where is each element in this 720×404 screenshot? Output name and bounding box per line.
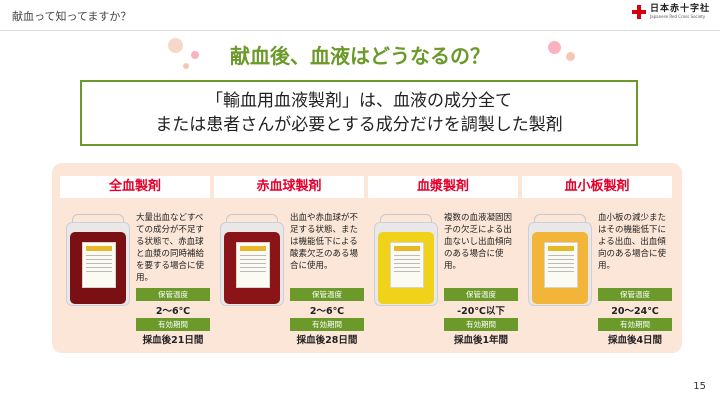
- shelf-life-badge: 有効期間: [598, 318, 672, 331]
- definition-callout: 「輸血用血液製剤」は、血液の成分全て または患者さんが必要とする成分だけを調製し…: [80, 80, 638, 146]
- shelf-life-value: 採血後21日間: [142, 335, 204, 346]
- page-label: 献血って知ってますか？: [12, 10, 132, 23]
- storage-temp-badge: 保管温度: [598, 288, 672, 301]
- storage-temp-badge: 保管温度: [290, 288, 364, 301]
- logo-name-jp: 日本赤十字社: [649, 4, 710, 14]
- header-bar: 献血って知ってますか？ 日本赤十字社 Japanese Red Cross So…: [0, 0, 720, 30]
- shelf-life-value: 採血後28日間: [296, 335, 358, 346]
- product-card-platelets: 血小板製剤 血小板の減少またはその機能低下による出血、出血傾向のある場合に使用。…: [522, 176, 672, 348]
- storage-temp-value: 2～6℃: [155, 306, 191, 317]
- page-number: 15: [693, 381, 706, 392]
- product-name: 血漿製剤: [368, 176, 518, 198]
- shelf-life-badge: 有効期間: [290, 318, 364, 331]
- product-card-whole-blood: 全血製剤 大量出血などすべての成分が不足する状態で、赤血球と血漿の同時補給を要す…: [60, 176, 210, 348]
- product-description: 血小板の減少またはその機能低下による出血、出血傾向のある場合に使用。: [598, 213, 667, 271]
- decorative-dot: [183, 63, 189, 69]
- shelf-life-value: 採血後4日間: [607, 335, 663, 346]
- product-card-plasma: 血漿製剤 複数の血液凝固因子の欠乏による出血ないし出血傾向のある場合に使用。 保…: [368, 176, 518, 348]
- product-description: 出血や赤血球が不足する状態、または機能低下による酸素欠乏のある場合に使用。: [290, 213, 359, 271]
- bag-label: [544, 242, 578, 288]
- storage-temp-value: 20～24℃: [611, 306, 659, 317]
- product-name: 赤血球製剤: [214, 176, 364, 198]
- shelf-life-badge: 有効期間: [136, 318, 210, 331]
- callout-line-2: または患者さんが必要とする成分だけを調製した製剤: [155, 115, 563, 135]
- blood-bag-image: [216, 214, 288, 306]
- product-name: 全血製剤: [60, 176, 210, 198]
- blood-bag-image: [370, 214, 442, 306]
- blood-bag-image: [524, 214, 596, 306]
- shelf-life-value: 採血後1年間: [453, 335, 509, 346]
- decorative-dot: [168, 38, 183, 53]
- bag-label: [236, 242, 270, 288]
- shelf-life-badge: 有効期間: [444, 318, 518, 331]
- red-cross-logo: 日本赤十字社 Japanese Red Cross Society: [631, 4, 710, 19]
- decorative-dot: [191, 51, 199, 59]
- product-name: 血小板製剤: [522, 176, 672, 198]
- product-description: 大量出血などすべての成分が不足する状態で、赤血球と血漿の同時補給を要する場合に使…: [136, 213, 205, 283]
- red-cross-icon: [631, 5, 646, 19]
- product-card-red-cells: 赤血球製剤 出血や赤血球が不足する状態、または機能低下による酸素欠乏のある場合に…: [214, 176, 364, 348]
- logo-name-en: Japanese Red Cross Society: [649, 14, 706, 19]
- bag-label: [82, 242, 116, 288]
- callout-line-1: 「輸血用血液製剤」は、血液の成分全て: [206, 91, 512, 111]
- slide-title: 献血後、血液はどうなるの？: [230, 44, 490, 68]
- storage-temp-badge: 保管温度: [444, 288, 518, 301]
- storage-temp-badge: 保管温度: [136, 288, 210, 301]
- product-description: 複数の血液凝固因子の欠乏による出血ないし出血傾向のある場合に使用。: [444, 213, 513, 271]
- header-divider: [0, 30, 720, 31]
- decorative-dot: [566, 52, 575, 61]
- bag-label: [390, 242, 424, 288]
- decorative-dot: [548, 41, 561, 54]
- storage-temp-value: -20℃以下: [457, 306, 505, 317]
- storage-temp-value: 2～6℃: [309, 306, 345, 317]
- blood-bag-image: [62, 214, 134, 306]
